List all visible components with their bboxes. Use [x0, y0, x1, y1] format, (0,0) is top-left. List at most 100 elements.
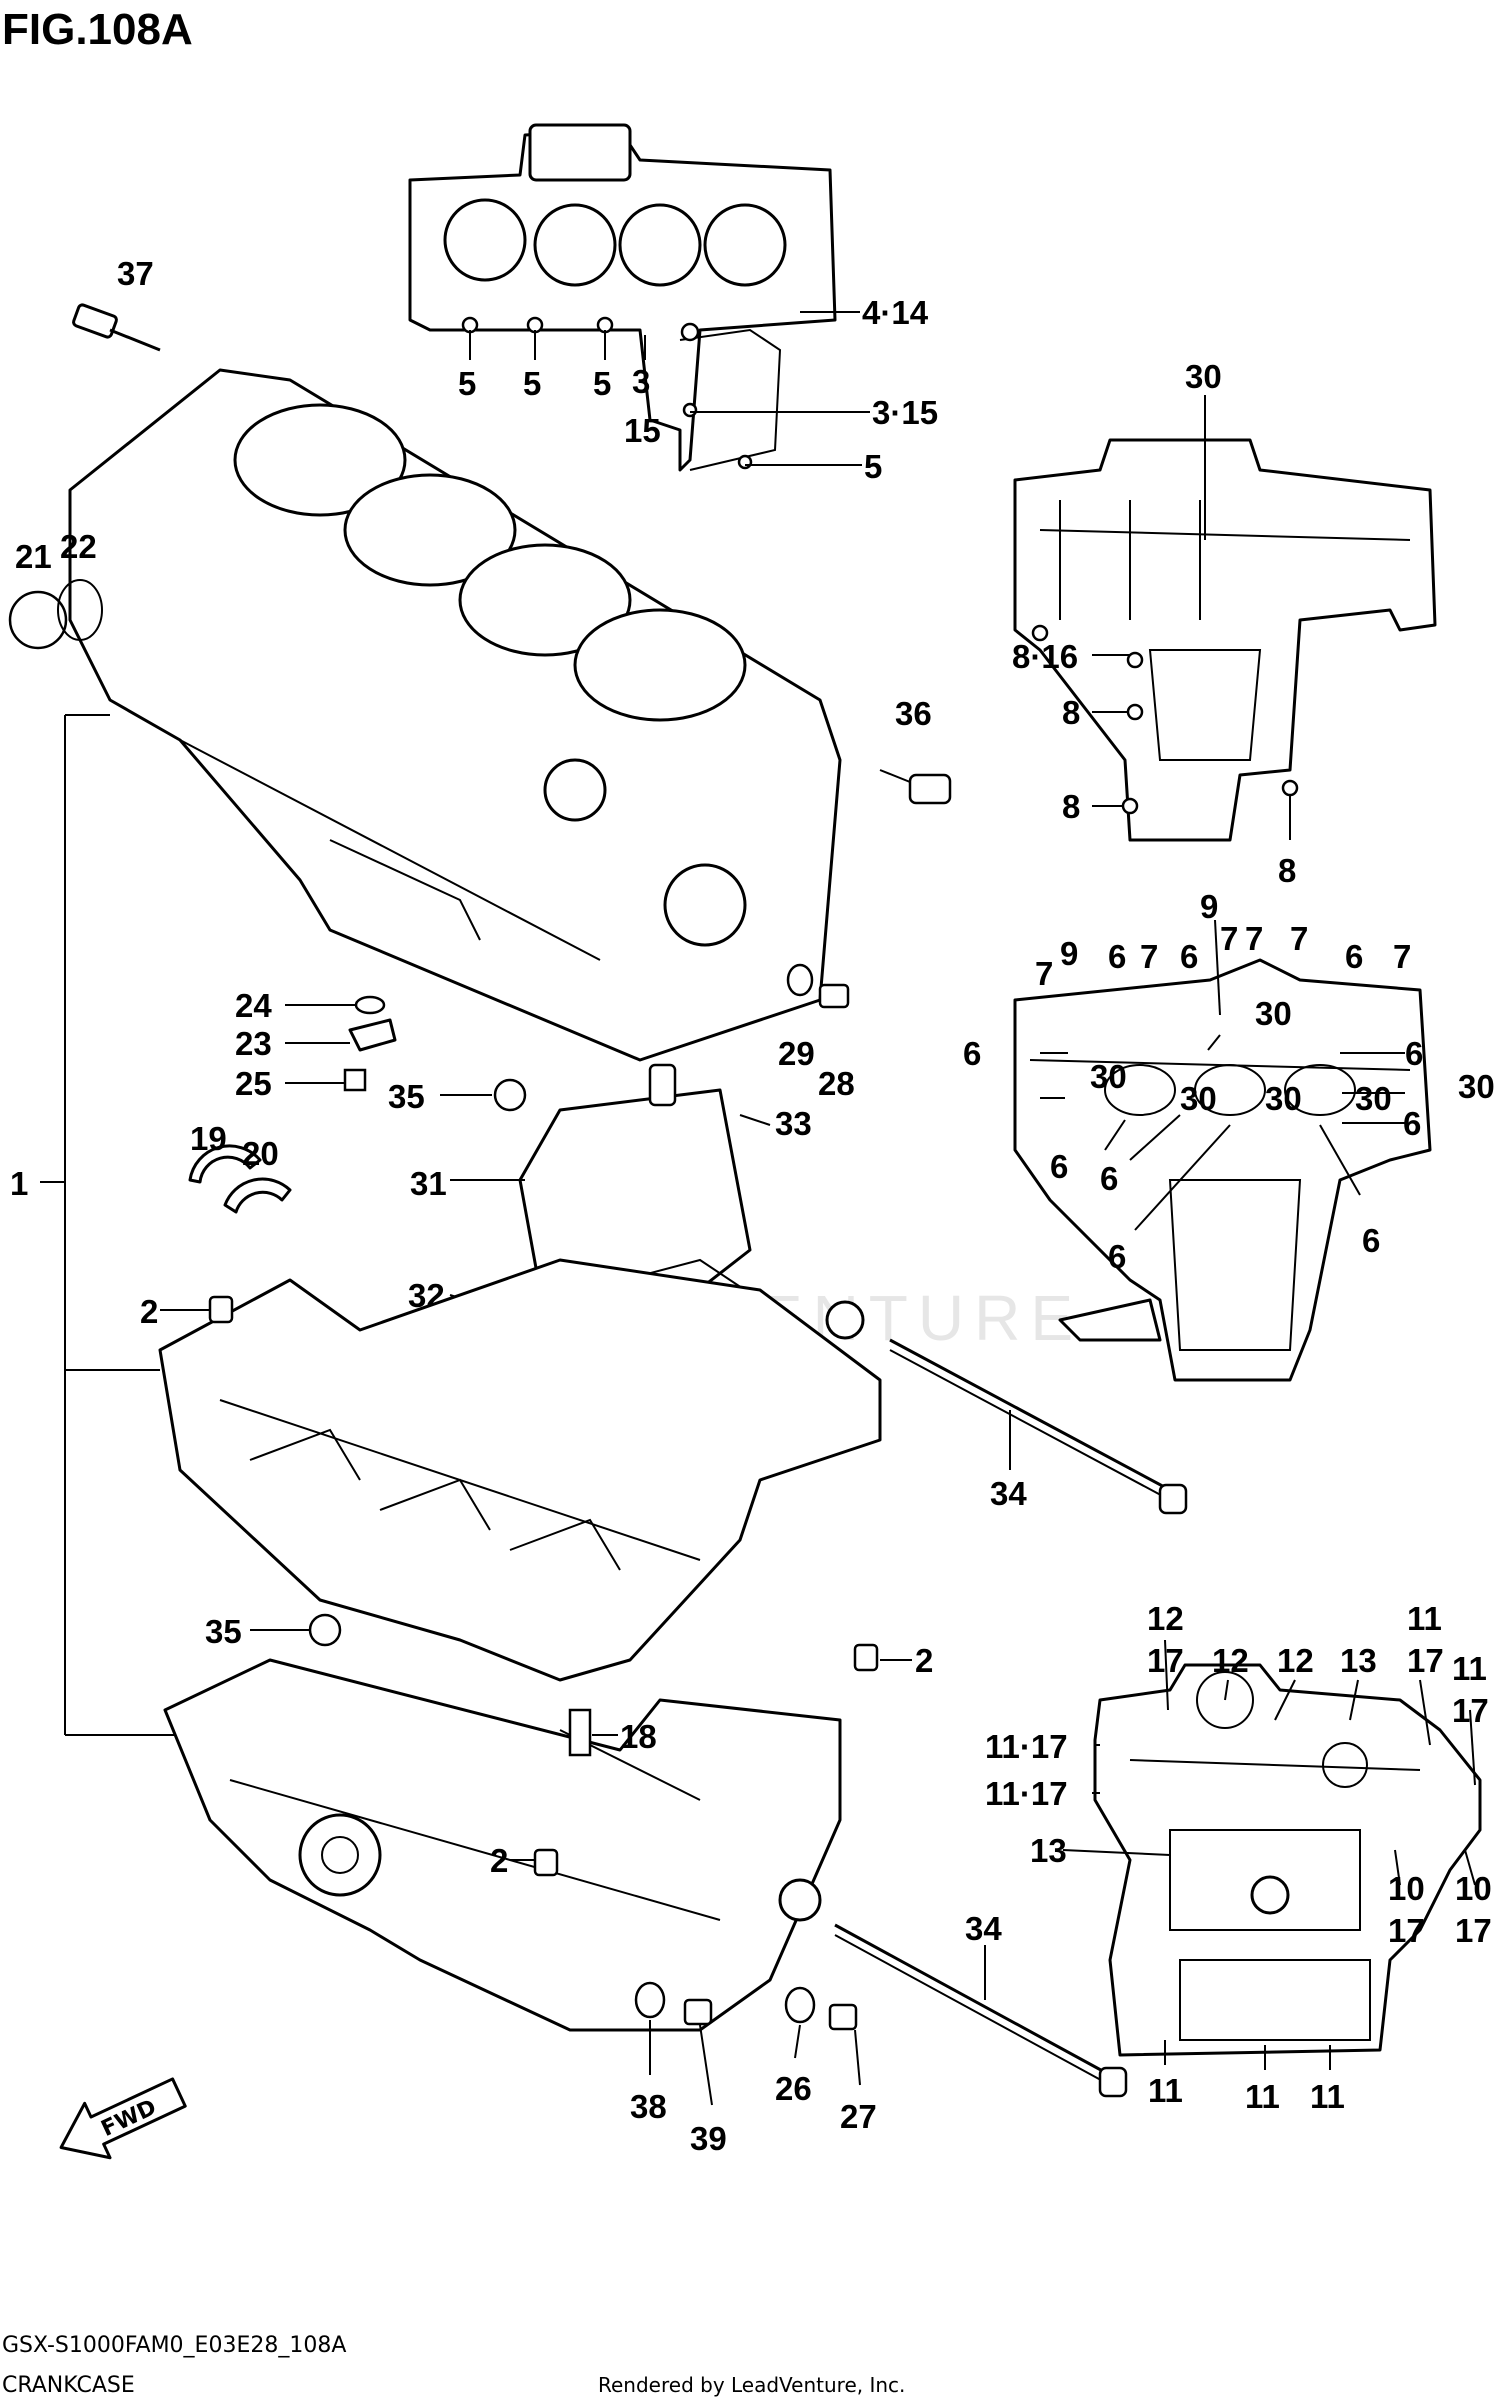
- callout-12: 12: [1147, 1600, 1184, 1637]
- top-leaders: [469, 311, 870, 466]
- inset-bolts-8: [1013, 395, 1437, 842]
- callout-19: 19: [190, 1120, 227, 1157]
- callout-11: 11: [1148, 2072, 1183, 2109]
- callout-7: 7: [1393, 938, 1411, 975]
- section-name: CRANKCASE: [2, 2373, 135, 2398]
- callout-17: 17: [1455, 1912, 1492, 1949]
- callout-10: 10: [1388, 1870, 1425, 1907]
- callout-30: 30: [1355, 1080, 1392, 1117]
- callout-6: 6: [1405, 1035, 1423, 1072]
- figure-title: FIG.108A: [2, 5, 193, 54]
- callout-2: 2: [915, 1642, 933, 1679]
- callout-12: 12: [1212, 1642, 1249, 1679]
- callout-8: 8: [1278, 852, 1296, 889]
- callout-11: 11: [1245, 2078, 1280, 2115]
- callout-4-14: 4·14: [862, 294, 929, 331]
- callout-7: 7: [1035, 955, 1053, 992]
- render-credit: Rendered by LeadVenture, Inc.: [598, 2373, 905, 2397]
- callout-6: 6: [1100, 1160, 1118, 1197]
- callout-30: 30: [1265, 1080, 1302, 1117]
- callout-11-17: 11·17: [985, 1775, 1068, 1812]
- inset-bolts-10-17: [1093, 1663, 1482, 2057]
- callout-13: 13: [1340, 1642, 1377, 1679]
- callout-6: 6: [1345, 938, 1363, 975]
- callout-23: 23: [235, 1025, 272, 1062]
- callout-6: 6: [1050, 1148, 1068, 1185]
- callout-33: 33: [775, 1105, 812, 1142]
- callout-28: 28: [818, 1065, 855, 1102]
- upper-crankcase: [68, 368, 842, 1062]
- callout-27: 27: [840, 2098, 877, 2135]
- drain-plugs: [634, 1981, 861, 2106]
- callout-8-16: 8·16: [1012, 638, 1078, 675]
- callout-17: 17: [1452, 1692, 1489, 1729]
- callout-12: 12: [1277, 1642, 1314, 1679]
- callout-5: 5: [593, 365, 611, 402]
- callout-2: 2: [140, 1293, 158, 1330]
- figure-code: GSX-S1000FAM0_E03E28_108A: [2, 2333, 346, 2358]
- callout-6: 6: [1180, 938, 1198, 975]
- callout-15: 15: [624, 412, 661, 449]
- callout-7: 7: [1245, 920, 1263, 957]
- callout-17: 17: [1147, 1642, 1184, 1679]
- callout-20: 20: [242, 1135, 279, 1172]
- callout-37: 37: [117, 255, 154, 292]
- callout-11: 11: [1407, 1600, 1442, 1637]
- callout-18: 18: [620, 1718, 657, 1755]
- callout-36: 36: [895, 695, 932, 732]
- callout-5: 5: [458, 365, 476, 402]
- callout-30: 30: [1185, 358, 1222, 395]
- inset2-leaders: [1040, 919, 1405, 1231]
- callout-29: 29: [778, 1035, 815, 1072]
- upper-left-parts: [8, 303, 161, 650]
- callout-8: 8: [1062, 694, 1080, 731]
- top-cylinder-view: [408, 123, 837, 472]
- callout-7: 7: [1220, 920, 1238, 957]
- long-bolt-34-upper: [889, 1338, 1188, 1515]
- bolt-28-washer-29: [786, 963, 850, 1009]
- assembly-bracket-1: [40, 714, 180, 1736]
- callout-21: 21: [15, 538, 52, 575]
- callout-8: 8: [1062, 788, 1080, 825]
- callout-3-15: 3·15: [872, 394, 938, 431]
- callout-5: 5: [523, 365, 541, 402]
- callout-11: 11: [1310, 2078, 1345, 2115]
- callout-31: 31: [410, 1165, 447, 1202]
- callout-3: 3: [632, 363, 650, 400]
- fwd-arrow-icon: FWD: [59, 2077, 187, 2160]
- callout-5: 5: [864, 448, 882, 485]
- callout-30: 30: [1090, 1058, 1127, 1095]
- callout-24: 24: [235, 987, 272, 1024]
- callout-11-17: 11·17: [985, 1728, 1068, 1765]
- callout-11: 11: [1452, 1650, 1487, 1687]
- callout-17: 17: [1388, 1912, 1425, 1949]
- callout-13: 13: [1030, 1832, 1067, 1869]
- callout-34: 34: [990, 1475, 1027, 1512]
- middle-crankcase: [158, 1258, 882, 1682]
- callout-34: 34: [965, 1910, 1002, 1947]
- long-bolt-34-lower: [834, 1923, 1128, 2098]
- callout-35: 35: [205, 1613, 242, 1650]
- callout-6: 6: [1108, 1238, 1126, 1275]
- small-bracket-23-24-25: [285, 995, 397, 1092]
- callout-7: 7: [1140, 938, 1158, 975]
- callout-30: 30: [1458, 1068, 1495, 1105]
- callout-25: 25: [235, 1065, 272, 1102]
- inset-bolts-6-7: [1013, 958, 1432, 1382]
- inset3-leaders: [1062, 1639, 1476, 2070]
- callout-39: 39: [690, 2120, 727, 2157]
- callout-26: 26: [775, 2070, 812, 2107]
- callout-30: 30: [1180, 1080, 1217, 1117]
- callout-6: 6: [963, 1035, 981, 1072]
- bearings-19-20: [188, 1144, 292, 1214]
- callout-1: 1: [10, 1165, 28, 1202]
- callout-35: 35: [388, 1078, 425, 1115]
- lower-crankcase: [163, 1658, 842, 2032]
- callout-38: 38: [630, 2088, 667, 2125]
- callout-7: 7: [1290, 920, 1308, 957]
- callout-9: 9: [1200, 888, 1218, 925]
- lower-small-parts: [250, 1613, 912, 1672]
- callout-9: 9: [1060, 935, 1078, 972]
- callout-6: 6: [1403, 1105, 1421, 1142]
